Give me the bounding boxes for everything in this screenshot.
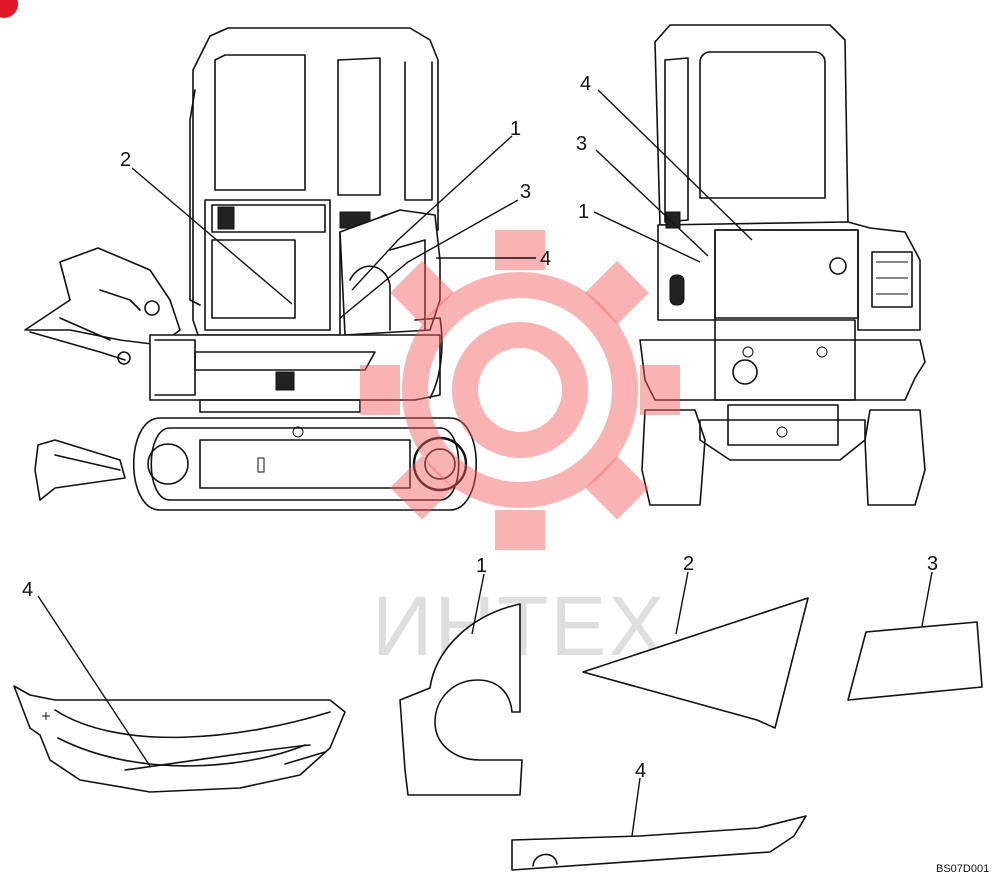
excavator-rear-view: [639, 24, 926, 506]
callouts-rear-view: 4 3 1: [576, 73, 591, 223]
callout-side-3: 3: [520, 181, 531, 203]
callout-side-1: 1: [510, 118, 521, 140]
decal-2-shape: [582, 597, 809, 729]
callout-side-2: 2: [120, 149, 131, 171]
callout-rear-4: 4: [580, 73, 591, 95]
excavator-side-view: [24, 27, 477, 511]
callout-decal-1: 1: [476, 555, 487, 577]
callout-decal-3: 3: [927, 553, 938, 575]
decal-1-shape: [399, 603, 523, 796]
callout-decal-4-fender: 4: [22, 579, 33, 601]
callout-rear-3: 3: [576, 133, 587, 155]
decal-4-fender-view: [13, 685, 346, 793]
callouts-side-view: 1 2 3 4: [120, 118, 551, 270]
corner-marker: [0, 0, 18, 18]
leader-lines: [37, 89, 933, 837]
decal-3-shape: [847, 621, 983, 701]
callouts-decals: 4 1 2 3 4: [22, 553, 938, 782]
callout-decal-4-strip: 4: [635, 760, 646, 782]
callout-side-4: 4: [540, 248, 551, 270]
callout-rear-1: 1: [578, 201, 589, 223]
decal-4-strip-shape: [511, 815, 807, 871]
intex-watermark: ИНТЕХ: [360, 230, 680, 673]
figure-code: BS07D001: [936, 863, 989, 875]
callout-decal-2: 2: [683, 553, 694, 575]
